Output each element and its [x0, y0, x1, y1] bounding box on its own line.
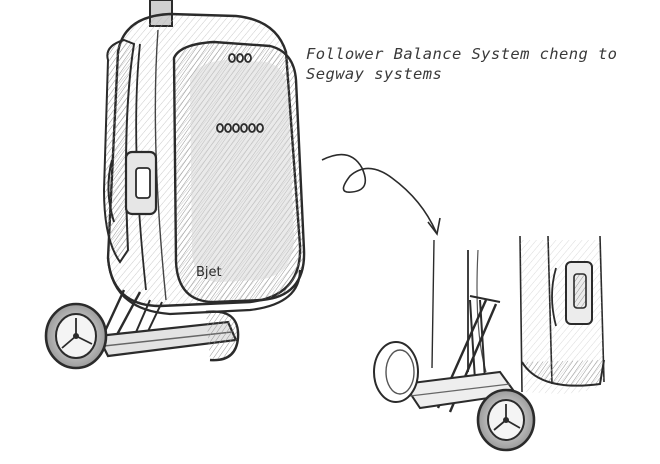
- caption-line-2: Segway systems: [306, 65, 443, 83]
- suitcase-detail: [431, 235, 605, 394]
- middle-dots: [216, 123, 264, 133]
- wheel-right-main: [205, 310, 240, 362]
- wheel-left-detail: [373, 341, 419, 403]
- suitcase-main: Bjet: [102, 0, 306, 316]
- transition-arrow: [321, 153, 437, 233]
- bottom-bumper: [106, 257, 302, 316]
- side-latch: [107, 150, 158, 223]
- detail-latch: [551, 261, 593, 327]
- wheel-left-main: [44, 302, 108, 370]
- sketch-caption: Follower Balance System cheng to Segway …: [306, 44, 656, 84]
- top-dots: [228, 53, 252, 63]
- wheel-right-detail: [476, 388, 536, 452]
- arrow-head-icon: [427, 217, 441, 236]
- suitcase-side: [102, 38, 136, 264]
- segway-base-detail: [373, 295, 536, 452]
- front-panel-highlight: [190, 60, 294, 282]
- segway-base-main: [44, 289, 240, 370]
- caption-line-1: Follower Balance System cheng to: [306, 45, 618, 63]
- brand-logo: Bjet: [196, 265, 222, 280]
